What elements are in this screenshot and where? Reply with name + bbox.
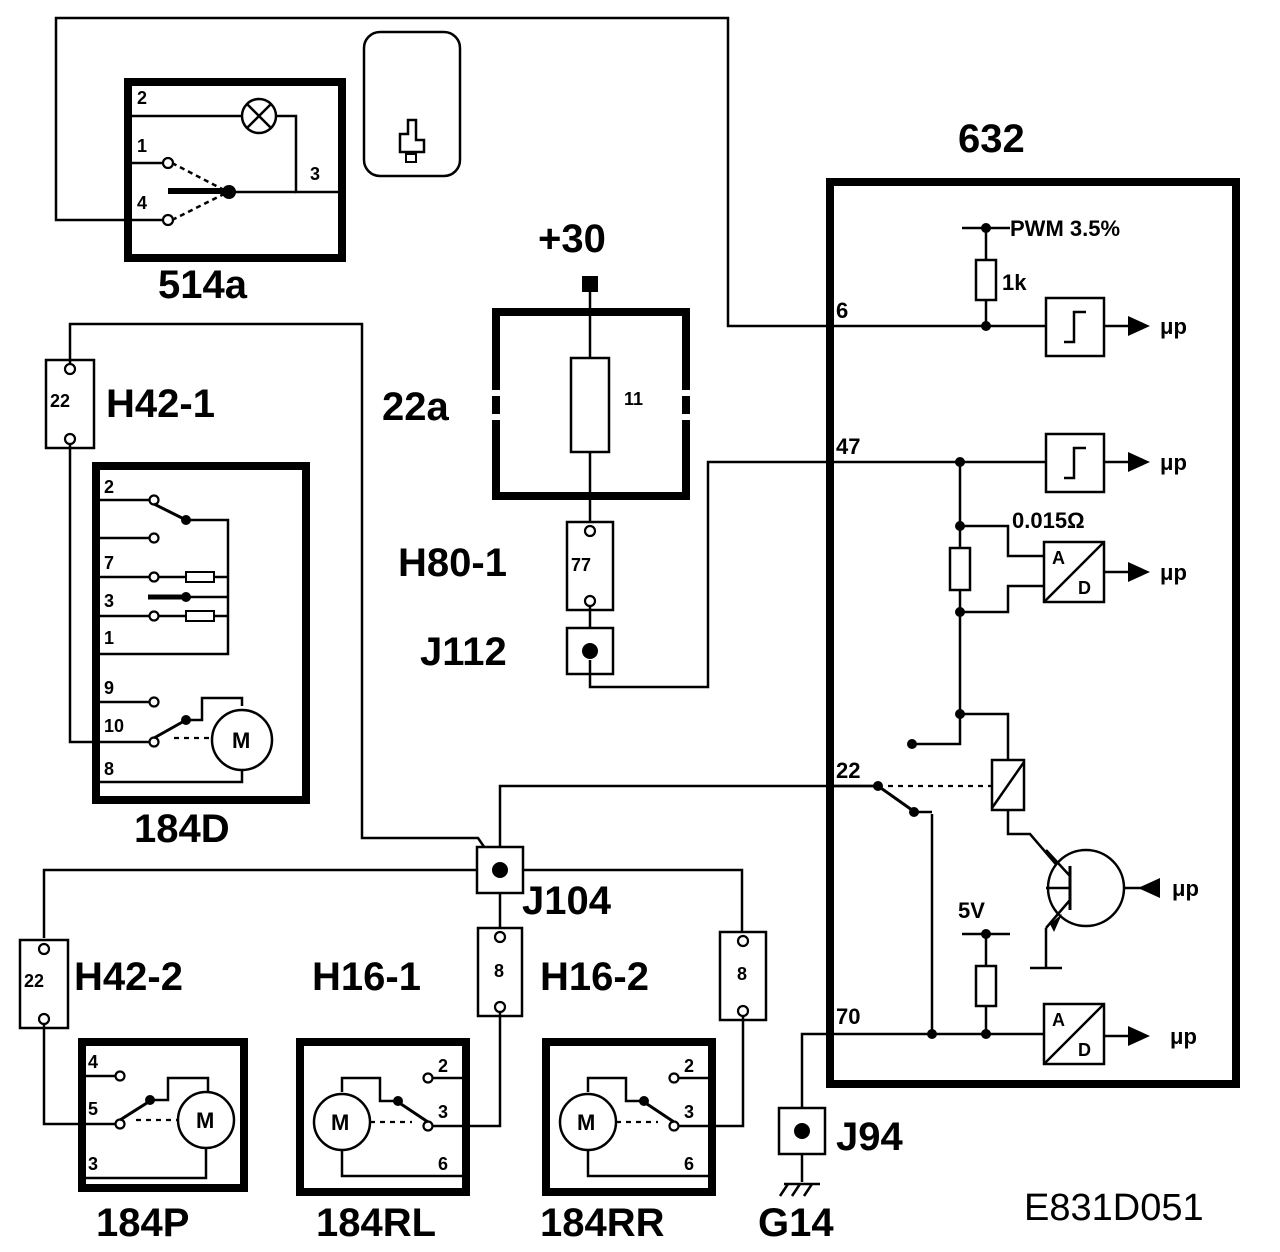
svg-text:A: A	[1052, 1010, 1065, 1030]
diagram-id: E831D051	[1024, 1187, 1204, 1229]
pin-184D-9: 9	[104, 678, 114, 698]
resistor-1k-label: 1k	[1002, 270, 1027, 295]
svg-text:M: M	[577, 1110, 595, 1135]
pin-184RR-2: 2	[684, 1056, 694, 1076]
pwm-label: PWM 3.5%	[1010, 216, 1120, 241]
svg-text:D: D	[1078, 1040, 1091, 1060]
label-184P: 184P	[96, 1201, 189, 1245]
label-632: 632	[958, 117, 1025, 161]
shunt-label: 0.015Ω	[1012, 508, 1085, 533]
pin-184RL-2: 2	[438, 1056, 448, 1076]
pin-514a-3: 3	[310, 164, 320, 184]
lamp-icon	[240, 97, 278, 135]
pin-184RL-6: 6	[438, 1154, 448, 1174]
label-22a: 22a	[382, 385, 449, 429]
pin-184RL-3: 3	[438, 1102, 448, 1122]
label-G14: G14	[758, 1201, 834, 1245]
pin-H80-1: 77	[571, 555, 591, 575]
label-H42-2: H42-2	[74, 955, 183, 999]
pin-184RR-3: 3	[684, 1102, 694, 1122]
component-184RL: 2 3 6 M 184RL	[296, 1038, 470, 1245]
pin-H42-1: 22	[50, 391, 70, 411]
mu-p-4: μp	[1172, 876, 1199, 901]
connector-H16-2: 8 H16-2	[540, 930, 768, 1022]
supply-plus30: +30	[538, 217, 606, 261]
ecu-pin-47: 47	[836, 434, 860, 459]
component-514a: 2 1 4 3 514a	[124, 78, 346, 307]
pin-184D-1: 1	[104, 628, 114, 648]
pin-184D-3: 3	[104, 591, 114, 611]
mu-p-2: μp	[1160, 450, 1187, 475]
component-184RR: 2 3 6 M 184RR	[540, 1038, 716, 1245]
pin-184RR-6: 6	[684, 1154, 694, 1174]
label-J94: J94	[836, 1115, 903, 1159]
connector-H16-1: 8 H16-1	[312, 926, 524, 1018]
supply-5v-label: 5V	[958, 898, 985, 923]
pin-H42-2: 22	[24, 971, 44, 991]
junction-J112: J112	[420, 460, 830, 689]
ad-converter-1-icon: A D	[1042, 540, 1106, 604]
pin-H16-1: 8	[494, 961, 504, 981]
pin-184D-8: 8	[104, 759, 114, 779]
ecu-632: 632 6 47 22 70 PWM 3.5% 1k μp μp	[826, 117, 1240, 1088]
pin-184D-10: 10	[104, 716, 124, 736]
ecu-pin-6: 6	[836, 298, 848, 323]
motor-184RR-icon: M	[558, 1092, 618, 1152]
fuse-box-22a: +30 11 22a	[382, 217, 690, 524]
pin-184P-4: 4	[88, 1052, 98, 1072]
pin-184D-7: 7	[104, 553, 114, 573]
label-J112: J112	[420, 630, 507, 674]
label-514a: 514a	[158, 263, 248, 307]
label-H80-1: H80-1	[398, 541, 507, 585]
svg-text:D: D	[1078, 578, 1091, 598]
motor-184D-icon: M	[210, 708, 274, 772]
svg-text:M: M	[196, 1108, 214, 1133]
motor-184P-icon: M	[176, 1090, 236, 1150]
mu-p-1: μp	[1160, 314, 1187, 339]
ecu-pin-22: 22	[836, 758, 860, 783]
fuse-11-label: 11	[624, 389, 643, 409]
label-184RR: 184RR	[540, 1201, 665, 1245]
label-184D: 184D	[134, 807, 230, 851]
ecu-pin-70: 70	[836, 1004, 860, 1029]
label-184RL: 184RL	[316, 1201, 436, 1245]
component-184P: 4 5 3 M 184P	[78, 1038, 248, 1245]
pin-514a-2: 2	[137, 88, 147, 108]
pin-514a-1: 1	[137, 136, 147, 156]
connector-H42-2: 22 H42-2	[18, 938, 183, 1030]
label-J104: J104	[522, 879, 612, 923]
pin-514a-4: 4	[137, 193, 147, 213]
mu-p-3: μp	[1160, 560, 1187, 585]
junction-J94: J94	[777, 1032, 903, 1182]
svg-text:M: M	[232, 728, 250, 753]
pin-H16-2: 8	[737, 964, 747, 984]
switch-symbol-icon	[362, 30, 462, 178]
connector-H80-1: 77 H80-1	[398, 520, 615, 612]
svg-text:M: M	[331, 1110, 349, 1135]
motor-184RL-icon: M	[312, 1092, 372, 1152]
ground-icon: G14	[758, 1182, 834, 1245]
connector-H42-1: 22 H42-1	[44, 358, 215, 450]
label-H16-2: H16-2	[540, 955, 649, 999]
ad-converter-2-icon: A D	[1042, 1002, 1106, 1066]
mu-p-5: μp	[1170, 1024, 1197, 1049]
junction-J104: J104	[475, 845, 612, 923]
pin-184P-3: 3	[88, 1154, 98, 1174]
svg-text:A: A	[1052, 548, 1065, 568]
pin-184D-2: 2	[104, 477, 114, 497]
transistor-icon	[1030, 848, 1126, 970]
pin-184P-5: 5	[88, 1099, 98, 1119]
component-184D: 2 7 3 1 9 10 8	[92, 462, 310, 851]
label-H16-1: H16-1	[312, 955, 421, 999]
label-H42-1: H42-1	[106, 382, 215, 426]
